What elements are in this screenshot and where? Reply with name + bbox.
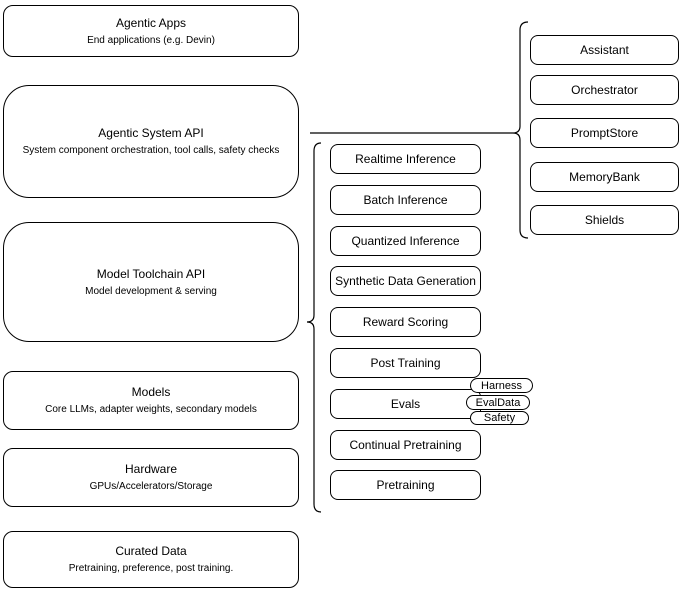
node-batch-inference: Batch Inference bbox=[330, 185, 481, 215]
node-assistant: Assistant bbox=[530, 35, 679, 65]
node-subtitle: GPUs/Accelerators/Storage bbox=[89, 481, 213, 492]
node-memorybank: MemoryBank bbox=[530, 162, 679, 192]
pill-label: Harness bbox=[481, 379, 522, 392]
node-subtitle: Model development & serving bbox=[85, 285, 217, 297]
pill-evaldata: EvalData bbox=[466, 395, 530, 410]
node-orchestrator: Orchestrator bbox=[530, 75, 679, 105]
toolchain-components-brace bbox=[306, 142, 322, 513]
node-title: Curated Data bbox=[115, 544, 187, 558]
node-subtitle: Pretraining, preference, post training. bbox=[68, 563, 234, 574]
node-title: Agentic Apps bbox=[115, 15, 187, 30]
node-label: Reward Scoring bbox=[362, 315, 449, 329]
node-curated-data: Curated Data Pretraining, preference, po… bbox=[3, 531, 299, 588]
node-models: Models Core LLMs, adapter weights, secon… bbox=[3, 371, 299, 430]
node-continual-pretraining: Continual Pretraining bbox=[330, 430, 481, 460]
node-quantized-inference: Quantized Inference bbox=[330, 226, 481, 256]
node-label: Orchestrator bbox=[571, 83, 638, 97]
node-reward-scoring: Reward Scoring bbox=[330, 307, 481, 337]
node-synthetic-data-generation: Synthetic Data Generation bbox=[330, 266, 481, 296]
system-components-brace bbox=[512, 21, 529, 239]
node-label: PromptStore bbox=[570, 126, 639, 140]
node-title: Hardware bbox=[124, 462, 178, 476]
node-label: Evals bbox=[390, 397, 421, 411]
node-title: Model Toolchain API bbox=[96, 266, 206, 281]
node-post-training: Post Training bbox=[330, 348, 481, 378]
node-title: Agentic System API bbox=[98, 126, 204, 140]
node-label: Assistant bbox=[580, 43, 629, 57]
node-label: Realtime Inference bbox=[355, 152, 456, 166]
node-agentic-apps: Agentic Apps End applications (e.g. Devi… bbox=[3, 5, 299, 57]
node-label: Quantized Inference bbox=[351, 234, 460, 248]
node-realtime-inference: Realtime Inference bbox=[330, 144, 481, 174]
pill-label: EvalData bbox=[475, 396, 521, 409]
node-label: Batch Inference bbox=[363, 193, 448, 207]
node-agentic-system-api: Agentic System API System component orch… bbox=[3, 85, 299, 198]
node-model-toolchain-api: Model Toolchain API Model development & … bbox=[3, 222, 299, 342]
node-promptstore: PromptStore bbox=[530, 118, 679, 148]
node-evals: Evals bbox=[330, 389, 481, 419]
node-subtitle: End applications (e.g. Devin) bbox=[87, 34, 215, 46]
node-label: Shields bbox=[584, 213, 625, 227]
node-subtitle: Core LLMs, adapter weights, secondary mo… bbox=[45, 404, 257, 415]
node-label: Post Training bbox=[370, 356, 441, 370]
node-shields: Shields bbox=[530, 205, 679, 235]
node-hardware: Hardware GPUs/Accelerators/Storage bbox=[3, 448, 299, 507]
node-title: Models bbox=[131, 385, 171, 399]
node-label: Pretraining bbox=[376, 478, 435, 492]
pill-safety: Safety bbox=[470, 411, 529, 425]
pill-label: Safety bbox=[483, 412, 516, 424]
node-label: Synthetic Data Generation bbox=[335, 274, 476, 288]
node-label: MemoryBank bbox=[569, 170, 640, 184]
node-pretraining: Pretraining bbox=[330, 470, 481, 500]
node-subtitle: System component orchestration, tool cal… bbox=[22, 145, 280, 156]
pill-harness: Harness bbox=[470, 378, 533, 393]
node-label: Continual Pretraining bbox=[349, 438, 462, 452]
